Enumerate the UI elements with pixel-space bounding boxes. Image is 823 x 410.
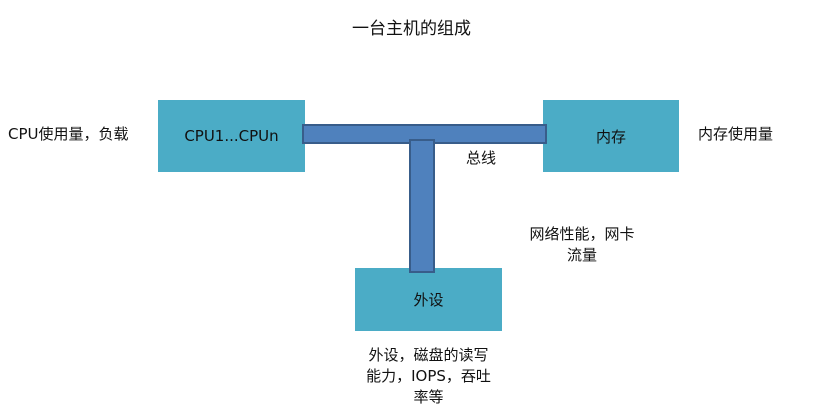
peripheral-box: 外设	[355, 268, 502, 331]
peripheral-box-label: 外设	[413, 291, 444, 309]
peripheral-annotation-line: 外设，磁盘的读写	[368, 346, 489, 364]
cpu-box-label: CPU1...CPUn	[184, 127, 279, 145]
memory-box: 内存	[543, 100, 679, 172]
peripheral-annotation-line: 能力，IOPS，吞吐	[366, 367, 491, 385]
cpu-box: CPU1...CPUn	[158, 100, 305, 172]
diagram-title: 一台主机的组成	[352, 19, 471, 39]
network-annotation-line: 流量	[566, 246, 597, 264]
network-annotation-line: 网络性能，网卡	[529, 225, 635, 243]
network-annotation: 网络性能，网卡 流量	[518, 224, 646, 266]
memory-annotation: 内存使用量	[698, 125, 774, 143]
peripheral-annotation-line: 率等	[413, 388, 444, 406]
peripheral-annotation: 外设，磁盘的读写 能力，IOPS，吞吐 率等	[355, 345, 502, 408]
cpu-annotation: CPU使用量，负载	[8, 125, 129, 143]
bus-vertical	[409, 139, 435, 273]
memory-box-label: 内存	[595, 127, 626, 146]
bus-label: 总线	[466, 149, 497, 167]
